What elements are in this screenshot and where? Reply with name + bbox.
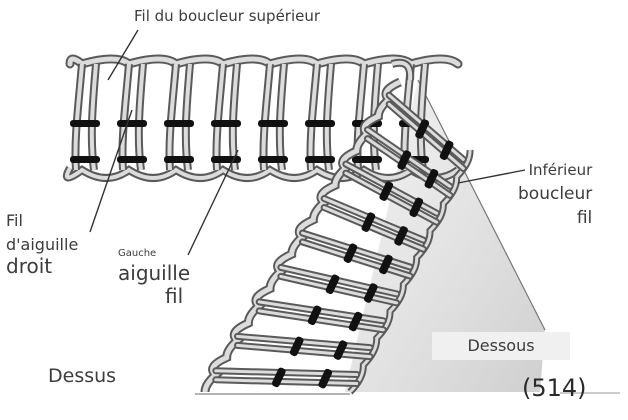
stitch-thread xyxy=(214,378,359,386)
needle-knot xyxy=(394,226,408,246)
right-needle-stitch-bar xyxy=(305,120,335,127)
needle-knot xyxy=(348,311,363,332)
needle-knot xyxy=(271,367,286,388)
leader-line-lower-looper xyxy=(457,169,526,184)
left-needle-stitch-bar xyxy=(211,156,241,163)
needle-knot xyxy=(424,169,439,189)
right-needle-stitch-bar xyxy=(164,120,194,127)
figure-number: (514) xyxy=(522,374,587,402)
right-needle-stitch-bar xyxy=(117,120,147,127)
upper-looper-edge xyxy=(67,56,461,67)
label-left-needle-line-3: fil xyxy=(165,283,184,308)
stitch-thread xyxy=(257,309,385,332)
stitch-thread xyxy=(322,206,425,251)
leader-line-right-needle xyxy=(89,109,133,233)
stitch-thread xyxy=(387,102,465,170)
needle-knot xyxy=(439,140,454,160)
label-left-needle-line-2: aiguille xyxy=(118,260,191,285)
fabric-edge-line xyxy=(417,79,546,331)
chain-edge xyxy=(65,167,460,180)
stitch-thread xyxy=(279,274,399,305)
leader-line-left-needle xyxy=(187,149,239,256)
left-needle-stitch-bar xyxy=(164,156,194,163)
stitch-thread xyxy=(279,265,399,296)
stitch-thread xyxy=(214,369,359,377)
fabric-underside-shading xyxy=(345,80,545,392)
corner-curl xyxy=(391,60,413,81)
left-needle-stitch-bar xyxy=(117,156,147,163)
right-needle-stitch-bar xyxy=(211,120,241,127)
label-lower-looper-thread: Inférieur boucleur fil xyxy=(518,161,593,228)
label-right-needle-line-2: d'aiguille xyxy=(6,235,79,255)
needle-knot xyxy=(318,368,333,389)
needle-knot xyxy=(363,283,378,303)
needle-knot xyxy=(397,150,412,170)
label-left-needle-line-1: Gauche xyxy=(118,248,157,259)
left-needle-stitch-bar xyxy=(305,156,335,163)
left-needle-stitch-bar xyxy=(70,156,100,163)
label-upper-looper-thread: Fil du boucleur supérieur xyxy=(134,7,321,25)
needle-knot xyxy=(343,243,358,263)
label-top-side: Dessus xyxy=(48,365,117,387)
needle-knot xyxy=(415,119,429,139)
stitch-thread xyxy=(236,343,372,359)
label-right-needle-line-3: droit xyxy=(6,253,53,278)
label-lower-looper-line-1: Inférieur xyxy=(528,161,593,179)
label-underside: Dessous xyxy=(432,332,570,360)
needle-knot xyxy=(379,181,394,201)
label-lower-looper-line-2: boucleur xyxy=(518,184,593,205)
stitch-thread xyxy=(236,334,372,350)
needle-knot xyxy=(307,305,322,326)
label-lower-looper-line-3: fil xyxy=(576,207,593,228)
needle-knot xyxy=(325,274,340,295)
stitch-thread xyxy=(257,300,385,323)
right-needle-stitch-bar xyxy=(70,120,100,127)
stitch-thread xyxy=(344,171,439,224)
needle-knot xyxy=(289,336,304,357)
needle-knot xyxy=(379,254,393,275)
left-needle-stitch-bar xyxy=(258,156,288,163)
diagonal-stitch-row xyxy=(200,77,474,395)
leader-line-upper-looper xyxy=(107,29,139,81)
stitch-thread xyxy=(301,240,412,278)
needle-knot xyxy=(409,197,424,218)
lower-looper-edge xyxy=(348,149,472,394)
label-right-needle-thread: Fil d'aiguille droit xyxy=(6,211,79,278)
stitch-thread xyxy=(366,137,452,197)
label-right-needle-line-1: Fil xyxy=(6,211,23,230)
label-left-needle-thread: Gauche aiguille fil xyxy=(118,248,190,308)
right-needle-stitch-bar xyxy=(258,120,288,127)
left-needle-stitch-bar xyxy=(352,156,382,163)
needle-knot xyxy=(361,212,376,232)
needle-knot xyxy=(333,340,348,360)
